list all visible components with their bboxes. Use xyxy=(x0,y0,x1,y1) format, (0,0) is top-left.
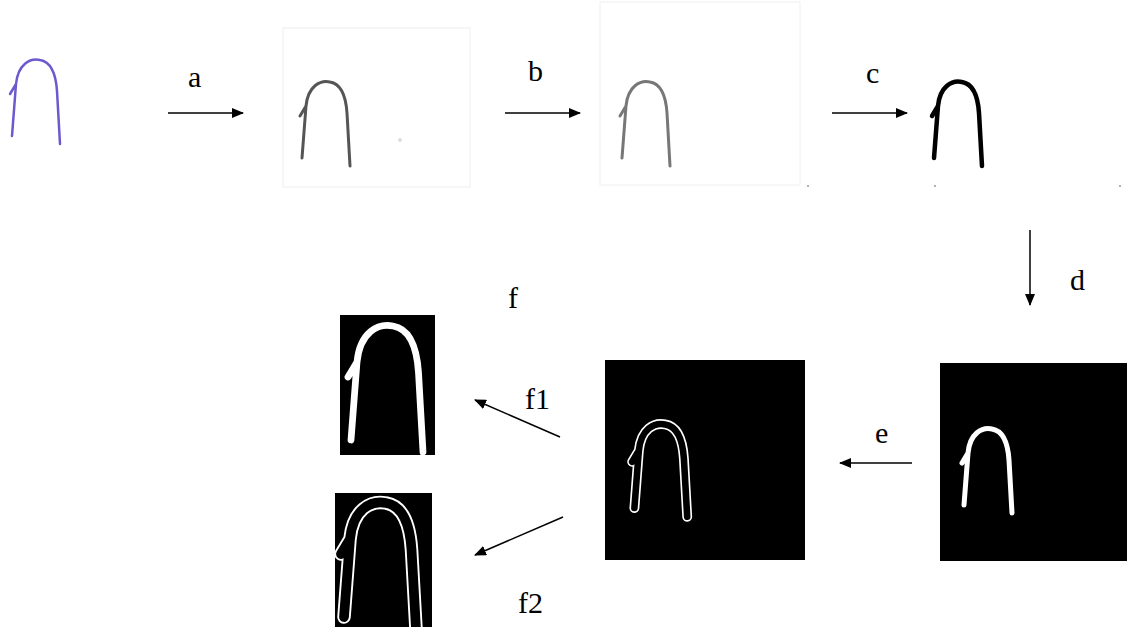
step-label: d xyxy=(1070,265,1085,295)
image-frame xyxy=(340,315,435,455)
step-label: f2 xyxy=(518,588,543,618)
gray-glyph xyxy=(300,82,350,166)
step-label: f1 xyxy=(525,384,550,414)
image-frame xyxy=(605,360,805,560)
step-label: c xyxy=(866,58,879,88)
filtered-glyph xyxy=(620,82,670,166)
edge-glyph xyxy=(632,424,687,517)
input-glyph xyxy=(10,60,60,144)
inverted-glyph xyxy=(962,429,1012,513)
step-label: f xyxy=(508,283,518,313)
step-label: a xyxy=(188,62,201,92)
cropped-edge-glyph xyxy=(341,502,416,627)
image-frame xyxy=(940,363,1127,561)
image-frame xyxy=(600,2,800,185)
step-label: e xyxy=(875,418,888,448)
arrow xyxy=(168,113,1030,555)
image-frame xyxy=(283,28,470,187)
step-label: b xyxy=(528,56,543,86)
binary-glyph xyxy=(932,82,982,166)
cropped-glyph xyxy=(348,325,423,452)
